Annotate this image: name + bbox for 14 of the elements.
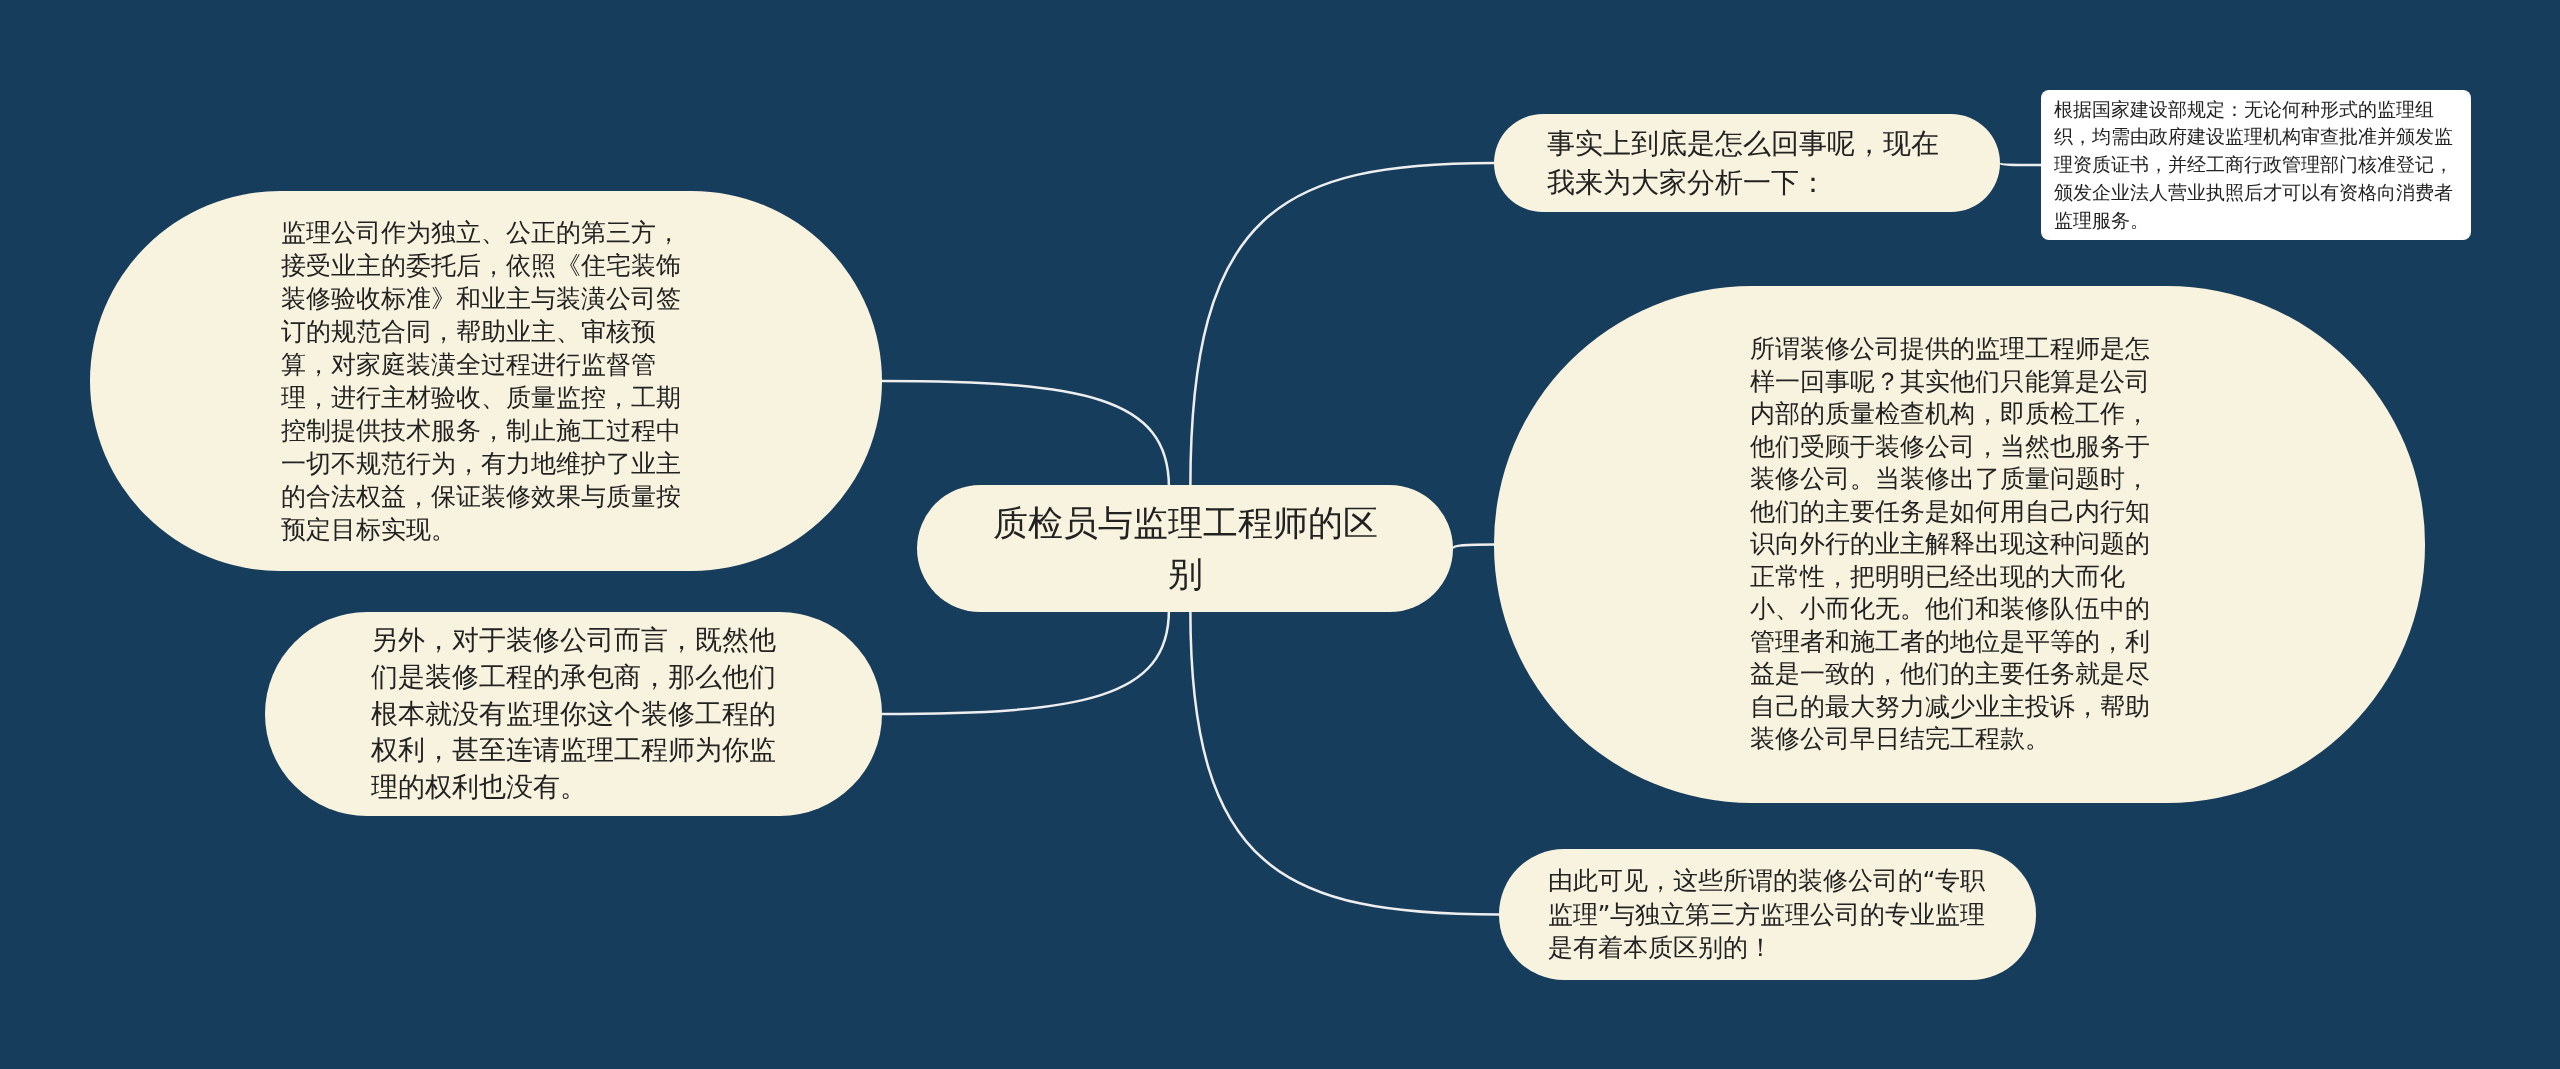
connector-line: [1999, 161, 2041, 167]
connector-line: [882, 609, 1171, 716]
node-text: 事实上到底是怎么回事呢，现在我来为大家分析一下：: [1547, 125, 1940, 201]
connector-line: [1189, 609, 1500, 916]
connector-line: [1452, 543, 1494, 550]
topic-title: 质检员与监理工程师的区别: [991, 501, 1379, 596]
node-text: 由此可见，这些所谓的装修公司的“专职监理”与独立第三方监理公司的专业监理是有着本质区别的！: [1547, 864, 1987, 965]
note-card: [2041, 90, 2471, 240]
node-text: 另外，对于装修公司而言，既然他们是装修工程的承包商，那么他们根本就没有监理你这个装修工程的权利，甚至连请监理工程师为你监理的权利也没有。: [371, 623, 776, 805]
node-text: 监理公司作为独立、公正的第三方，接受业主的委托后，依照《住宅装饰装修验收标准》和业主与装潢公司签订的规范合同，帮助业主、审核预算，对家庭装潢全过程进行监督管理，进行主材验收、质量监控，工期控制提供技术服务，制止施工过程中一切不规范行为，有力地维护了业主的合法权益，保证装修效果与质量按预定目标实现。: [281, 217, 682, 546]
node-text: 根据国家建设部规定：无论何种形式的监理组织，均需由政府建设监理机构审查批准并颁发监理资质证书，并经工商行政管理部门核准登记，颁发企业法人营业执照后才可以有资格向消费者监理服务。: [2053, 97, 2454, 233]
connector-line: [882, 379, 1171, 488]
node-text: 所谓装修公司提供的监理工程师是怎样一回事呢？其实他们只能算是公司内部的质量检查机构，即质检工作，他们受顾于装修公司，当然也服务于装修公司。当装修出了质量问题时，他们的主要任务是如何用自己内行知识向外行的业主解释出现这种问题的正常性，把明明已经出现的大而化小、小而化无。他们和装修队伍中的管理者和施工者的地位是平等的，利益是一致的，他们的主要任务就是尽自己的最大努力减少业主投诉，帮助装修公司早日结完工程款。: [1749, 333, 2151, 756]
connector-line: [1189, 161, 1495, 488]
